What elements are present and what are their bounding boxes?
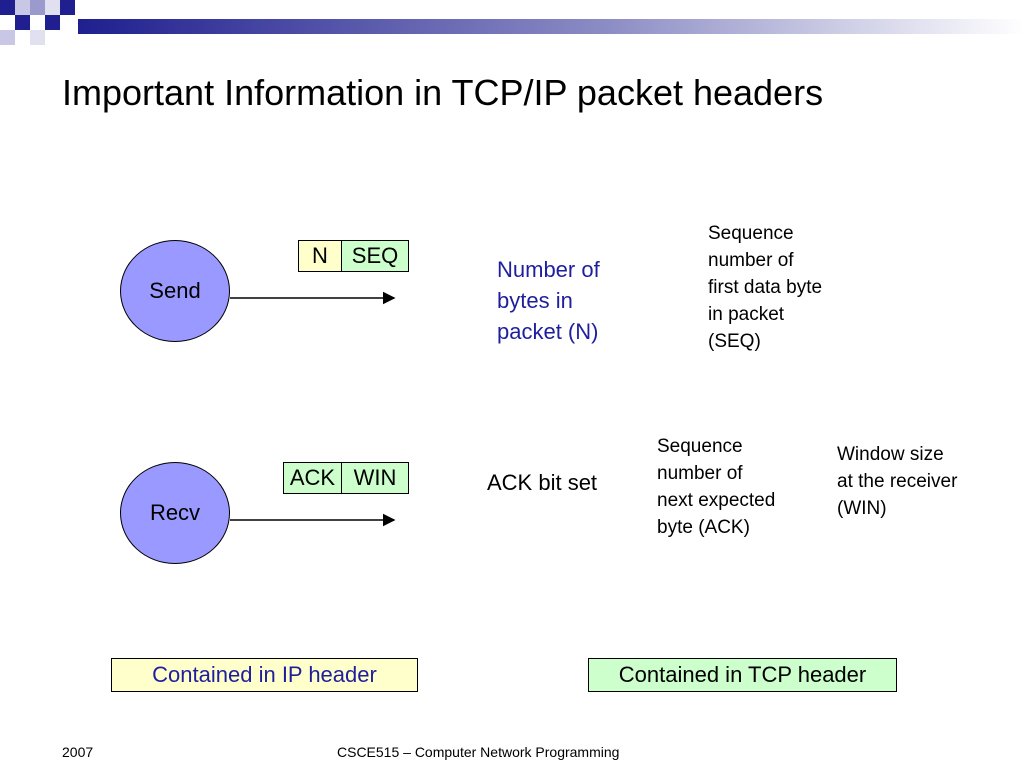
note-line: byte (ACK) bbox=[657, 517, 750, 538]
field-n-label: N bbox=[312, 243, 328, 268]
note-line: next expected bbox=[657, 490, 776, 511]
field-n: N bbox=[298, 240, 342, 272]
note-line: Window size bbox=[837, 444, 944, 465]
deco-square bbox=[30, 0, 45, 15]
deco-square bbox=[15, 0, 30, 15]
slide-title: Important Information in TCP/IP packet h… bbox=[62, 72, 824, 113]
note-ack-bit: ACK bit set bbox=[487, 470, 598, 495]
note-win: Window size at the receiver (WIN) bbox=[837, 441, 957, 522]
note-line: packet (N) bbox=[497, 319, 599, 344]
note-line: bytes in bbox=[497, 288, 573, 313]
note-line: number of bbox=[708, 250, 794, 271]
note-line: number of bbox=[657, 463, 743, 484]
field-seq: SEQ bbox=[341, 240, 409, 272]
recv-node-label: Recv bbox=[149, 500, 201, 525]
deco-square bbox=[0, 30, 15, 45]
note-bytes-in-packet: Number of bytes in packet (N) bbox=[497, 254, 600, 347]
send-node-label: Send bbox=[149, 278, 201, 303]
legend-ip-header: Contained in IP header bbox=[111, 658, 418, 692]
header-decoration bbox=[0, 0, 1024, 45]
footer-year: 2007 bbox=[62, 744, 94, 760]
note-line: at the receiver bbox=[837, 471, 958, 492]
legend-tcp-header: Contained in TCP header bbox=[588, 658, 897, 692]
recv-node: Recv bbox=[120, 462, 230, 564]
deco-square bbox=[30, 30, 45, 45]
note-ack: Sequence number of next expected byte (A… bbox=[657, 433, 775, 541]
deco-square bbox=[15, 15, 30, 30]
footer-course: CSCE515 – Computer Network Programming bbox=[337, 744, 620, 760]
note-line: (WIN) bbox=[837, 498, 887, 519]
legend-ip-label: Contained in IP header bbox=[152, 662, 377, 687]
field-ack: ACK bbox=[283, 462, 342, 494]
note-line: Sequence bbox=[708, 223, 794, 244]
field-win-label: WIN bbox=[353, 465, 397, 490]
note-line: Number of bbox=[497, 257, 600, 282]
deco-square bbox=[45, 15, 60, 30]
field-win: WIN bbox=[341, 462, 409, 494]
legend-tcp-label: Contained in TCP header bbox=[618, 662, 867, 687]
note-line: in packet bbox=[708, 304, 785, 325]
note-seq: Sequence number of first data byte in pa… bbox=[708, 220, 822, 355]
deco-square bbox=[60, 0, 75, 15]
field-ack-label: ACK bbox=[289, 465, 336, 490]
deco-square bbox=[0, 0, 15, 15]
note-line: first data byte bbox=[708, 277, 823, 298]
deco-gradient-bar bbox=[78, 19, 1024, 34]
note-line: (SEQ) bbox=[708, 331, 761, 352]
field-seq-label: SEQ bbox=[351, 243, 399, 268]
deco-square bbox=[45, 0, 60, 15]
send-node: Send bbox=[120, 240, 230, 342]
note-line: Sequence bbox=[657, 436, 743, 457]
